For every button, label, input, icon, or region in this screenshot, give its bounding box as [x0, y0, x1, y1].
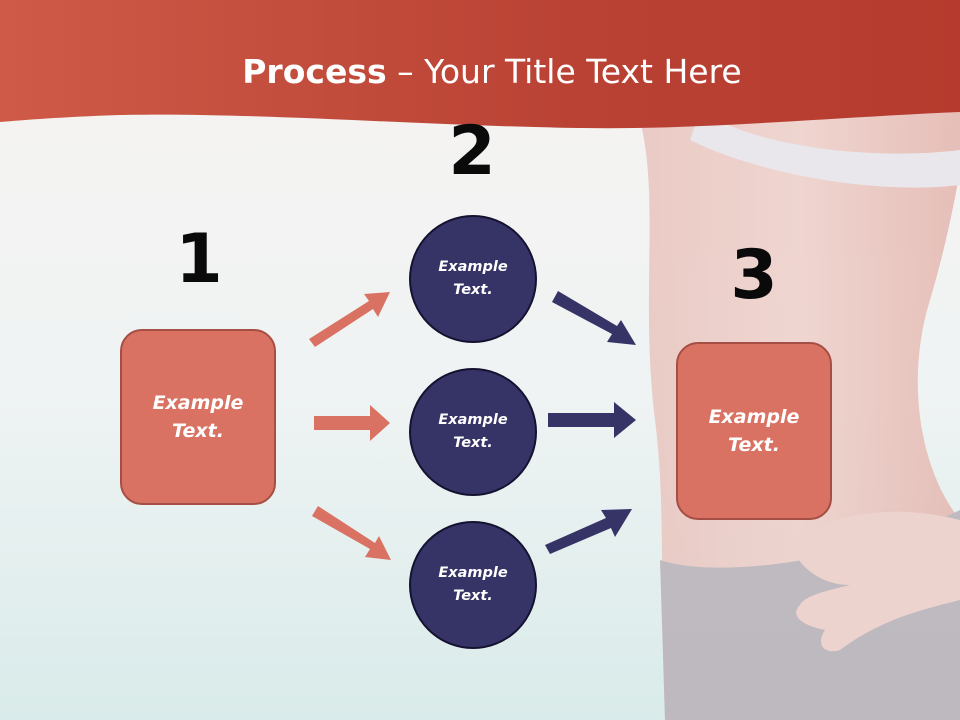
step-number-2: 2 — [448, 112, 496, 191]
title-rest: – Your Title Text Here — [386, 52, 742, 91]
step-box-3[interactable]: Example Text. — [676, 342, 832, 520]
title-bold: Process — [242, 52, 387, 91]
step-circle-middle-label: Example Text. — [438, 411, 508, 451]
step-box-1[interactable]: Example Text. — [120, 329, 276, 505]
step-box-1-label: Example Text. — [152, 391, 244, 443]
header-band — [0, 0, 960, 129]
step-circle-middle[interactable]: Example Text. — [409, 368, 537, 496]
step-circle-top-label: Example Text. — [438, 258, 508, 298]
step-circle-top[interactable]: Example Text. — [409, 215, 537, 343]
slide-title: Process – Your Title Text Here — [0, 52, 960, 91]
step-circle-bottom-label: Example Text. — [438, 564, 508, 604]
step-number-1: 1 — [175, 220, 223, 299]
step-number-3: 3 — [730, 236, 778, 315]
step-circle-bottom[interactable]: Example Text. — [409, 521, 537, 649]
step-box-3-label: Example Text. — [708, 405, 800, 457]
